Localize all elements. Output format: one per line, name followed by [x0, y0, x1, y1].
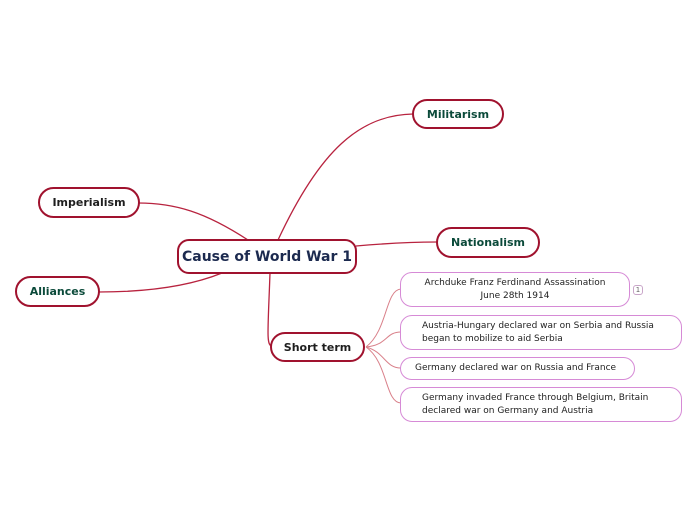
subtopic-assassination[interactable]: Archduke Franz Ferdinand Assassination J… [400, 272, 630, 307]
topic-militarism-label: Militarism [426, 107, 490, 121]
topic-militarism[interactable]: Militarism [412, 99, 504, 129]
attachment-count-label: 1 [635, 286, 641, 294]
link-imperialism [137, 202, 249, 241]
topic-alliances[interactable]: Alliances [15, 276, 100, 307]
subtopic-assassination-line2: June 28th 1914 [480, 290, 550, 301]
link-assassination [365, 288, 402, 348]
link-germany-invaded [365, 346, 402, 404]
attachment-count-badge[interactable]: 1 [633, 285, 643, 295]
central-topic[interactable]: Cause of World War 1 [177, 239, 357, 274]
topic-nationalism[interactable]: Nationalism [436, 227, 540, 258]
topic-alliances-label: Alliances [29, 285, 86, 298]
subtopic-germany-invaded-line2: declared war on Germany and Austria [422, 405, 594, 416]
subtopic-germany-russia-label: Germany declared war on Russia and Franc… [415, 363, 617, 373]
subtopic-germany-invaded[interactable]: Germany invaded France through Belgium, … [400, 387, 682, 422]
link-short-term [267, 272, 273, 347]
topic-imperialism[interactable]: Imperialism [38, 187, 140, 218]
topic-short-term[interactable]: Short term [270, 332, 365, 362]
subtopic-germany-russia[interactable]: Germany declared war on Russia and Franc… [400, 357, 635, 380]
central-topic-label: Cause of World War 1 [181, 248, 353, 265]
topic-short-term-label: Short term [283, 340, 352, 354]
topic-imperialism-label: Imperialism [52, 196, 126, 209]
topic-nationalism-label: Nationalism [450, 236, 526, 249]
link-militarism [277, 113, 414, 241]
subtopic-austria-hungary[interactable]: Austria-Hungary declared war on Serbia a… [400, 315, 682, 350]
link-nationalism [355, 241, 438, 247]
subtopic-austria-line2: began to mobilize to aid Serbia [422, 333, 563, 344]
link-germany-russia [365, 346, 402, 369]
link-austria [365, 331, 402, 348]
subtopic-assassination-line1: Archduke Franz Ferdinand Assassination [424, 277, 606, 288]
subtopic-austria-line1: Austria-Hungary declared war on Serbia a… [422, 320, 654, 331]
link-alliances [98, 272, 223, 293]
subtopic-germany-invaded-line1: Germany invaded France through Belgium, … [422, 392, 649, 403]
